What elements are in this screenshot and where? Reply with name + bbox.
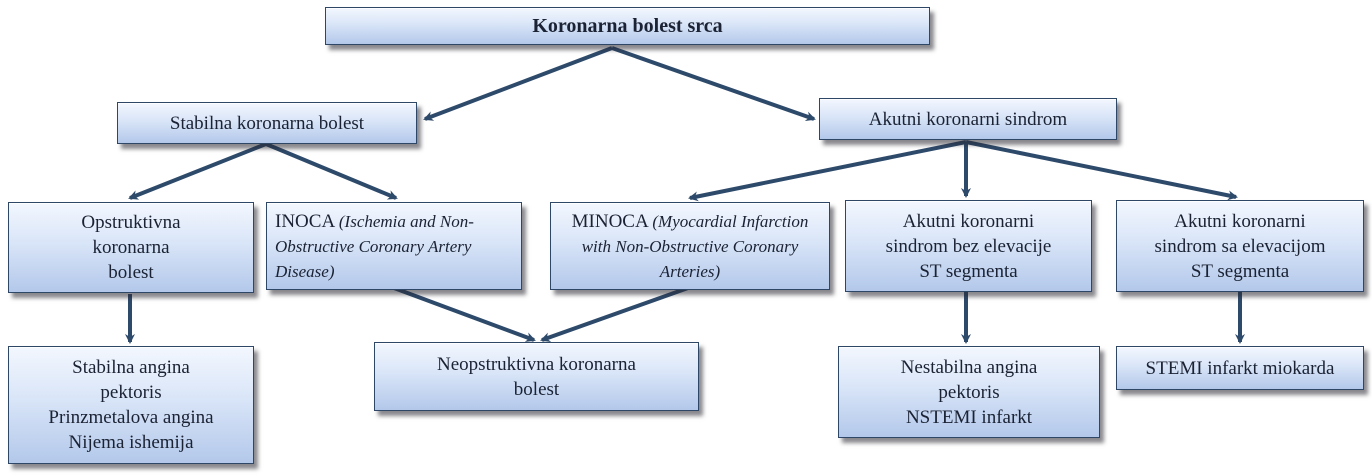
node-label-line: Prinzmetalova angina [48, 407, 214, 428]
node-label: MINOCA (Myocardial Infarction with Non-O… [557, 209, 823, 284]
arrow-stable-to-inoca [265, 142, 398, 200]
node-label-line: pektoris [938, 381, 1000, 403]
node-label-line: ST segmenta [1190, 260, 1290, 282]
node-label-line: pektoris [100, 382, 162, 403]
node-label-line: Neopstruktivna koronarna [437, 353, 636, 375]
arrow-stable-to-obstructive [128, 142, 267, 200]
node-label-line: Akutni koronarni [1174, 210, 1306, 232]
node-acute-coronary-syndrome: Akutni koronarni sindrom [819, 98, 1117, 140]
node-stemi-infarction: STEMI infarkt miokarda [1116, 346, 1364, 390]
node-label-line: bolest [513, 378, 560, 400]
arrow-acute-to-stemi-group [965, 140, 1238, 201]
minoca-expansion: (Myocardial Infarction with Non-Obstruct… [581, 211, 809, 281]
arrow-minoca-to-nonobstructive [540, 286, 689, 343]
minoca-abbr: MINOCA [571, 210, 648, 232]
node-label-line: Nestabilna angina [900, 356, 1038, 378]
node-label-line: ST segmenta [919, 260, 1018, 282]
arrow-acute-to-minoca [688, 140, 967, 202]
node-acs-without-st-elevation: Akutni koronarni sindrom bez elevacije S… [845, 200, 1092, 292]
node-label: STEMI infarkt miokarda [1145, 357, 1335, 379]
node-unstable-angina-nstemi: Nestabilna angina pektoris NSTEMI infark… [838, 346, 1100, 438]
node-inoca: INOCA (Ischemia and Non-Obstructive Coro… [266, 202, 522, 290]
node-minoca: MINOCA (Myocardial Infarction with Non-O… [550, 202, 830, 290]
node-coronary-heart-disease: Koronarna bolest srca [325, 7, 930, 45]
node-label-line: Akutni koronarni [902, 210, 1035, 232]
inoca-abbr: INOCA [275, 210, 335, 232]
node-label-line: sindrom sa elevacijom [1154, 235, 1326, 257]
node-label-line: sindrom bez elevacije [885, 235, 1052, 257]
node-label-line: bolest [108, 262, 154, 283]
arrow-inoca-to-nonobstructive [393, 286, 536, 342]
arrow-root-to-stable [423, 46, 613, 121]
arrow-root-to-acute [611, 46, 816, 122]
inoca-expansion: (Ischemia and Non-Obstructive Coronary A… [275, 211, 474, 281]
node-stable-coronary-disease: Stabilna koronarna bolest [117, 102, 417, 144]
node-label: INOCA (Ischemia and Non-Obstructive Coro… [275, 209, 513, 284]
node-label: Koronarna bolest srca [532, 14, 723, 37]
node-obstructive-coronary-disease: Opstruktivna koronarna bolest [8, 202, 254, 293]
node-angina-list: Stabilna angina pektoris Prinzmetalova a… [8, 346, 254, 464]
node-acs-with-st-elevation: Akutni koronarni sindrom sa elevacijom S… [1116, 200, 1364, 292]
node-label: Stabilna koronarna bolest [169, 112, 365, 134]
node-label-line: koronarna [92, 237, 170, 258]
node-nonobstructive-coronary-disease: Neopstruktivna koronarna bolest [374, 342, 699, 411]
node-label-line: Opstruktivna [81, 212, 181, 233]
node-label-line: Nijema ishemija [68, 432, 194, 453]
node-label-line: NSTEMI infarkt [905, 406, 1033, 428]
node-label-line: Stabilna angina [72, 357, 190, 378]
node-label: Akutni koronarni sindrom [868, 108, 1068, 130]
